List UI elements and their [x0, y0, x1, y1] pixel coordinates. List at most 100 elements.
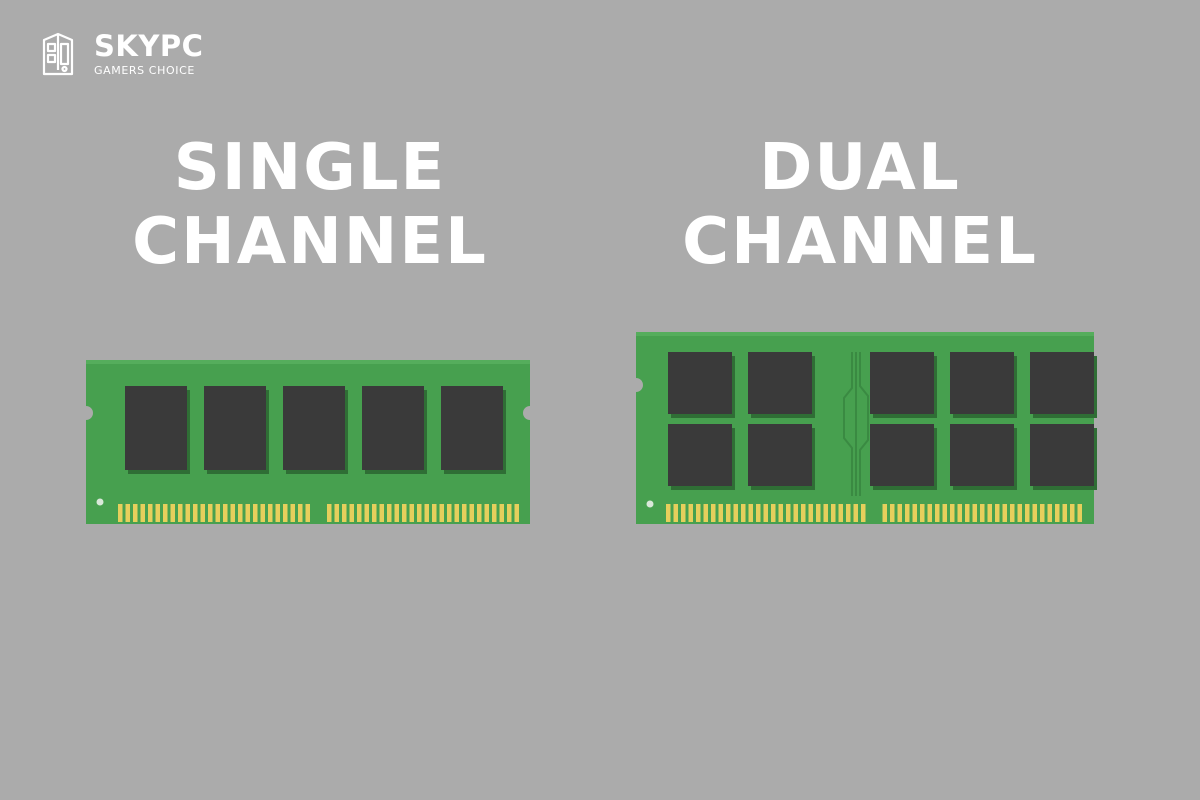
ram-contact-pin	[394, 504, 399, 522]
ram-chip	[125, 386, 187, 470]
ram-contact-pin	[1070, 504, 1075, 522]
ram-contact-pin	[432, 504, 437, 522]
ram-contact-pin	[342, 504, 347, 522]
ram-contact-pin	[492, 504, 497, 522]
ram-contact-pin	[666, 504, 671, 522]
ram-contact-pin	[447, 504, 452, 522]
ram-contact-pin	[1002, 504, 1007, 522]
ram-chip	[748, 424, 812, 486]
ram-contact-pin	[290, 504, 295, 522]
ram-contact-pin	[253, 504, 258, 522]
ram-contact-pin	[1077, 504, 1082, 522]
ram-contact-pin	[696, 504, 701, 522]
ram-contact-pin	[853, 504, 858, 522]
ram-contact-pin	[741, 504, 746, 522]
ram-contact-pin	[268, 504, 273, 522]
ram-contact-pin	[118, 504, 123, 522]
ram-contact-pin	[298, 504, 303, 522]
ram-contact-pin	[1025, 504, 1030, 522]
ram-contact-pin	[1047, 504, 1052, 522]
ram-contact-pin	[831, 504, 836, 522]
single-channel-ram-module	[86, 360, 530, 524]
ram-chip	[668, 424, 732, 486]
ram-contact-pin	[965, 504, 970, 522]
ram-contact-pin	[334, 504, 339, 522]
ram-contact-pin	[379, 504, 384, 522]
pc-case-icon	[42, 32, 74, 76]
ram-contacts	[666, 504, 1082, 522]
ram-contact-pin	[409, 504, 414, 522]
ram-chip	[950, 424, 1014, 486]
ram-contact-pin	[514, 504, 519, 522]
ram-contact-pin	[942, 504, 947, 522]
ram-traces	[843, 352, 869, 496]
ram-contact-pin	[1062, 504, 1067, 522]
ram-contact-pin	[786, 504, 791, 522]
ram-contact-pin	[681, 504, 686, 522]
ram-contact-pin	[718, 504, 723, 522]
single-channel-title-line1: SINGLE	[173, 131, 447, 205]
ram-contact-pin	[823, 504, 828, 522]
ram-contact-pin	[711, 504, 716, 522]
ram-contact-pin	[995, 504, 1000, 522]
ram-contact-pin	[1040, 504, 1045, 522]
ram-contact-pin	[507, 504, 512, 522]
ram-pcb-top-edge	[636, 332, 1094, 336]
ram-chip	[1030, 424, 1094, 486]
ram-contact-pin	[462, 504, 467, 522]
ram-contact-pin	[950, 504, 955, 522]
ram-contact-pin	[469, 504, 474, 522]
ram-contact-pin	[890, 504, 895, 522]
ram-chips	[125, 386, 506, 474]
dual-channel-title-line1: DUAL	[759, 131, 961, 205]
ram-contact-pin	[748, 504, 753, 522]
ram-contact-pin	[756, 504, 761, 522]
ram-contact-pin	[148, 504, 153, 522]
brand-logo: SKYPC GAMERS CHOICE	[38, 28, 203, 80]
ram-contact-pin	[1017, 504, 1022, 522]
ram-contact-pin	[688, 504, 693, 522]
ram-contact-pin	[133, 504, 138, 522]
ram-contact-pin	[200, 504, 205, 522]
ram-contact-pin	[387, 504, 392, 522]
ram-contact-pin	[185, 504, 190, 522]
ram-contact-pin	[208, 504, 213, 522]
ram-contact-pin	[499, 504, 504, 522]
ram-contact-pin	[882, 504, 887, 522]
ram-contact-pin	[417, 504, 422, 522]
ram-contact-pin	[193, 504, 198, 522]
ram-contact-pin	[703, 504, 708, 522]
single-channel-title: SINGLE CHANNEL	[80, 131, 540, 279]
ram-contact-pin	[223, 504, 228, 522]
ram-chip	[668, 352, 732, 414]
ram-contact-pin	[733, 504, 738, 522]
ram-contact-pin	[275, 504, 280, 522]
ram-chip	[748, 352, 812, 414]
ram-contact-pin	[838, 504, 843, 522]
ram-chips	[668, 352, 1097, 490]
ram-contact-pin	[439, 504, 444, 522]
ram-contact-pin	[927, 504, 932, 522]
ram-contact-pin	[673, 504, 678, 522]
ram-chip	[870, 424, 934, 486]
ram-contact-pin	[793, 504, 798, 522]
dual-channel-ram-module	[636, 332, 1097, 524]
ram-contact-pin	[245, 504, 250, 522]
brand-text: SKYPC GAMERS CHOICE	[94, 32, 203, 77]
ram-pcb-top-edge	[86, 360, 530, 364]
ram-contact-pin	[477, 504, 482, 522]
ram-contact-pin	[140, 504, 145, 522]
ram-contacts	[118, 504, 519, 522]
ram-contact-pin	[897, 504, 902, 522]
ram-contact-pin	[125, 504, 130, 522]
ram-contact-pin	[771, 504, 776, 522]
ram-contact-pin	[357, 504, 362, 522]
ram-contact-pin	[808, 504, 813, 522]
ram-contact-pin	[260, 504, 265, 522]
ram-contact-pin	[905, 504, 910, 522]
ram-contact-pin	[327, 504, 332, 522]
ram-contact-pin	[816, 504, 821, 522]
ram-mount-hole	[96, 498, 104, 506]
ram-contact-pin	[846, 504, 851, 522]
ram-contact-pin	[305, 504, 310, 522]
